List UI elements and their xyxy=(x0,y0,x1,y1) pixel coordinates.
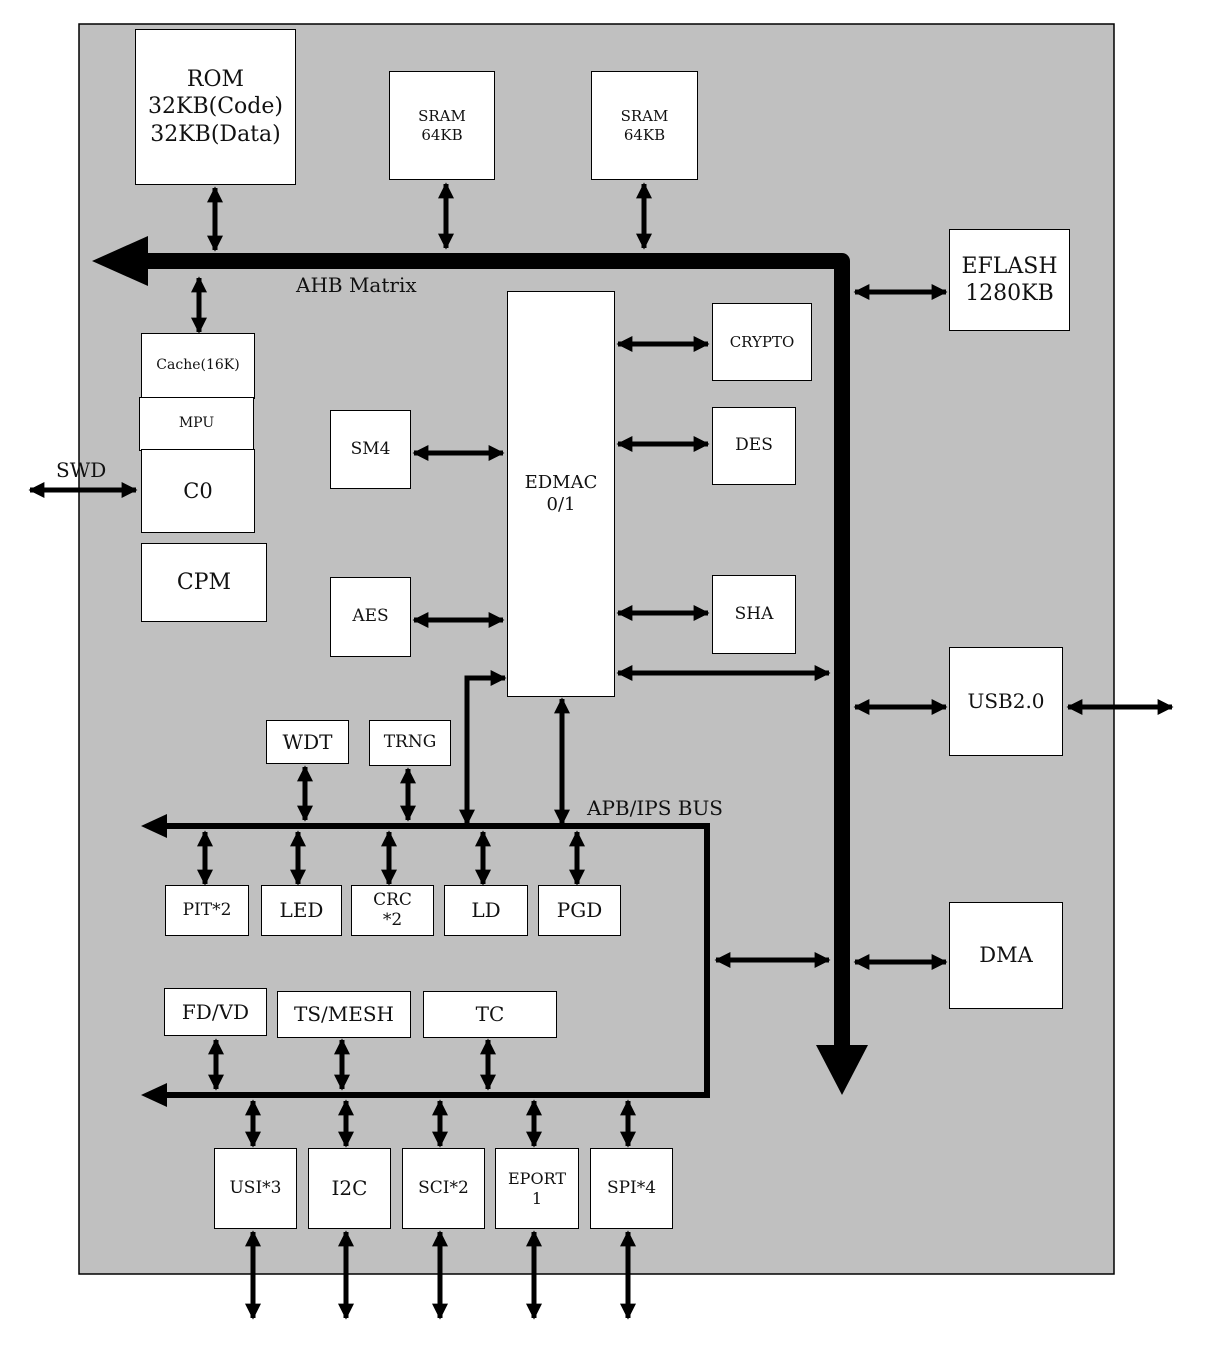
ahb-matrix-bus xyxy=(92,236,868,1095)
chip-boundary xyxy=(78,23,1115,1275)
apb-ips-bus xyxy=(141,814,710,1107)
edmac-apb-elbow-connector xyxy=(458,669,507,826)
connectors xyxy=(28,182,1174,1320)
